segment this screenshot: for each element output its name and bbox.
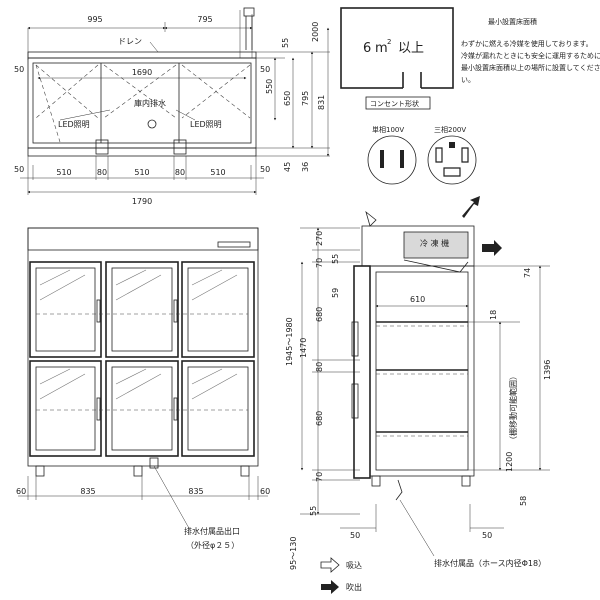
led-left-label: LED照明 bbox=[58, 120, 90, 129]
side-view: 1945～1980 1470 270 70 680 80 680 70 95～1… bbox=[285, 196, 552, 570]
side-left-top: 50 bbox=[14, 65, 24, 74]
side-dim-55: 55 bbox=[331, 254, 340, 264]
led-right-label: LED照明 bbox=[190, 120, 222, 129]
dim-795: 795 bbox=[301, 91, 310, 106]
install-note-4: い。 bbox=[461, 76, 475, 84]
legend-exhaust: 吹出 bbox=[346, 582, 362, 592]
install-area-block: 6 m 2 以上 最小設置床面積 わずかに燃える冷媒を使用しております。 冷媒が… bbox=[340, 7, 600, 90]
airflow-legend: 吸込 吹出 bbox=[320, 557, 362, 594]
install-area-value: 6 bbox=[363, 41, 371, 56]
side-right-bottom: 50 bbox=[260, 165, 270, 174]
three-phase-outlet-icon bbox=[427, 135, 477, 185]
height-680b: 680 bbox=[315, 411, 324, 426]
height-total: 1945～1980 bbox=[285, 317, 294, 366]
drain-label: ドレン bbox=[118, 37, 142, 46]
drain-outlet-sub: （外径φ２５） bbox=[186, 540, 239, 550]
top-width-1: 995 bbox=[87, 15, 102, 24]
install-note-3: 最小設置床面積以上の場所に設置してくださ bbox=[461, 63, 600, 72]
install-note-2: 冷媒が漏れたときにも安全に運用するために bbox=[461, 51, 600, 60]
dim-36: 36 bbox=[301, 162, 310, 172]
side-dim-74: 74 bbox=[523, 268, 532, 278]
side-left-bottom: 50 bbox=[14, 165, 24, 174]
front-left-margin: 60 bbox=[16, 487, 26, 496]
side-depth: 610 bbox=[410, 295, 425, 304]
side-dim-18: 18 bbox=[489, 310, 498, 320]
section-4: 80 bbox=[175, 168, 185, 177]
top-width-2: 795 bbox=[197, 15, 212, 24]
drain-accessory-label: 排水付属品（ホース内径Φ18） bbox=[434, 558, 546, 568]
side-bottom-50-left: 50 bbox=[350, 531, 360, 540]
dim-45: 45 bbox=[283, 162, 292, 172]
single-phase-outlet-icon bbox=[367, 135, 417, 185]
front-view: 60 835 835 60 排水付属品出口 （外径φ２５） bbox=[16, 227, 270, 550]
install-area-sup: 2 bbox=[387, 38, 391, 46]
dim-550: 550 bbox=[265, 79, 274, 94]
dim-2000: 2000 bbox=[311, 22, 320, 42]
height-1470: 1470 bbox=[299, 338, 308, 358]
outlet-single-label: 単相100V bbox=[372, 125, 404, 134]
outlet-three-label: 三相200V bbox=[434, 125, 466, 134]
exhaust-legend-arrow-icon bbox=[321, 580, 339, 594]
dim-55: 55 bbox=[281, 38, 290, 48]
legend-intake: 吸込 bbox=[346, 561, 362, 570]
front-door-width-2: 835 bbox=[188, 487, 203, 496]
section-3: 510 bbox=[134, 168, 149, 177]
inner-drain-label: 庫内排水 bbox=[134, 98, 166, 108]
section-5: 510 bbox=[210, 168, 225, 177]
height-80: 80 bbox=[315, 362, 324, 372]
front-door-width-1: 835 bbox=[80, 487, 95, 496]
install-note-1: わずかに燃える冷媒を使用しております。 bbox=[461, 39, 593, 48]
front-right-margin: 60 bbox=[260, 487, 270, 496]
dim-650: 650 bbox=[283, 91, 292, 106]
inner-width: 1690 bbox=[132, 68, 152, 77]
side-right-top: 50 bbox=[260, 65, 270, 74]
top-view: 995 795 ドレン 1690 50 50 庫内排水 LED照明 LED照明 bbox=[14, 7, 330, 206]
drain-outlet-label: 排水付属品出口 bbox=[184, 526, 240, 536]
height-680a: 680 bbox=[315, 307, 324, 322]
section-2: 80 bbox=[97, 168, 107, 177]
exhaust-arrow-right-icon bbox=[482, 240, 502, 256]
intake-arrow-icon bbox=[320, 557, 340, 573]
shelf-range-label: （棚移動可能範囲） bbox=[508, 372, 518, 444]
height-feet: 95～130 bbox=[289, 537, 298, 570]
side-bottom-55: 55 bbox=[309, 506, 318, 516]
side-dim-59: 59 bbox=[331, 288, 340, 298]
side-bottom-50-right: 50 bbox=[482, 531, 492, 540]
install-area-unit: m bbox=[375, 41, 388, 56]
section-1: 510 bbox=[56, 168, 71, 177]
total-width: 1790 bbox=[132, 197, 152, 206]
exhaust-arrow-icon bbox=[462, 196, 480, 218]
height-70a: 70 bbox=[315, 258, 324, 268]
outlet-title: コンセント形状 bbox=[370, 99, 419, 108]
dim-831: 831 bbox=[317, 95, 326, 110]
outlet-block: コンセント形状 単相100V 三相200V bbox=[365, 96, 477, 185]
side-dim-1396: 1396 bbox=[543, 360, 552, 380]
side-dim-58: 58 bbox=[519, 496, 528, 506]
install-area-title: 最小設置床面積 bbox=[488, 17, 537, 26]
install-area-suffix: 以上 bbox=[398, 41, 424, 56]
height-270: 270 bbox=[315, 231, 324, 246]
height-70b: 70 bbox=[315, 472, 324, 482]
cooler-label: 冷 凍 機 bbox=[420, 238, 449, 248]
side-dim-1200: 1200 bbox=[505, 452, 514, 472]
